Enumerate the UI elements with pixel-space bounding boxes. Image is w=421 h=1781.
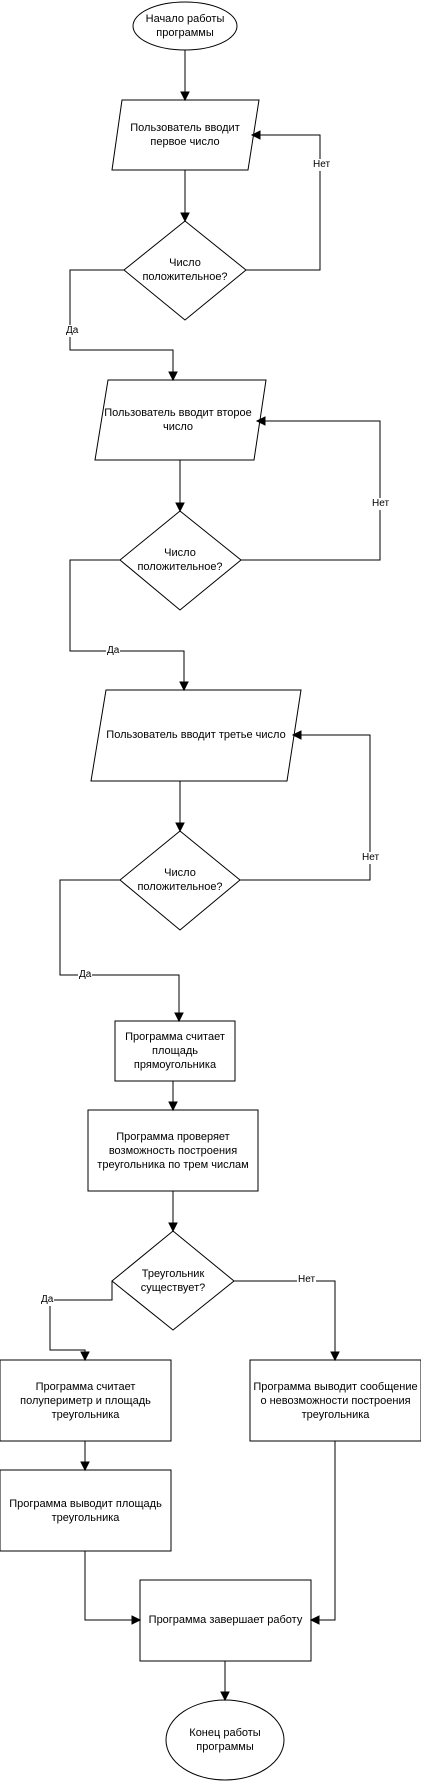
rect-area-node-shape[interactable] <box>114 1020 236 1082</box>
check-third-positive-label: Число положительное? <box>137 867 223 893</box>
edge-label-tri-yes: Да <box>40 1294 55 1306</box>
triangle-calc-node-shape[interactable] <box>0 1359 172 1442</box>
triangle-output-node-label: Программа выводит площадь треугольника <box>9 1497 162 1524</box>
edge-label-tri-no: Нет <box>297 1274 317 1286</box>
check-first-positive-label: Число положительное? <box>142 257 228 283</box>
edge-decision-yes <box>49 1281 113 1354</box>
arrowhead <box>291 730 302 740</box>
edge-check3-yes <box>59 879 180 1015</box>
finish-node-shape[interactable] <box>139 1579 312 1662</box>
triangle-check-node-label: Программа проверяет возможность построен… <box>97 1130 249 1171</box>
triangle-error-node-label: Программа выводит сообщение о невозможно… <box>253 1380 418 1421</box>
edge-label-no-3: Нет <box>361 852 381 864</box>
input-first-number-label: Пользователь вводит первое число <box>130 122 240 148</box>
arrowhead <box>175 502 185 513</box>
triangle-output-node-shape[interactable] <box>0 1469 172 1552</box>
arrowhead <box>250 130 261 140</box>
rect-area-node-label: Программа считает площадь прямоугольника <box>125 1031 225 1071</box>
edge-label-yes-1: Да <box>65 325 80 337</box>
input-third-number-shape[interactable] <box>90 689 302 782</box>
arrowhead <box>175 822 185 833</box>
arrowhead <box>174 1012 184 1023</box>
edge-label-yes-3: Да <box>78 969 93 981</box>
arrowhead <box>168 1222 178 1233</box>
edge-check3-no-loop <box>240 734 371 881</box>
check-third-positive-shape[interactable] <box>119 830 241 931</box>
end-node-label: Конец работы программы <box>189 1727 261 1753</box>
start-node-label: Начало работы программы <box>145 13 225 39</box>
triangle-calc-node-label: Программа считает полупериметр и площадь… <box>20 1380 151 1421</box>
arrowhead <box>180 91 190 102</box>
arrowhead <box>180 212 190 223</box>
edge-check1-no-loop <box>246 134 321 271</box>
input-second-number-label: Пользователь вводит второе число <box>104 407 252 433</box>
check-first-positive-shape[interactable] <box>123 220 247 321</box>
arrowhead <box>168 371 178 382</box>
triangle-check-node-shape[interactable] <box>87 1109 259 1192</box>
arrowhead <box>330 1351 340 1362</box>
triangle-error-node-shape[interactable] <box>249 1359 421 1442</box>
triangle-exists-decision-label: Треугольник существует? <box>140 1268 206 1294</box>
edge-label-yes-2: Да <box>106 645 121 657</box>
arrowhead <box>179 681 189 692</box>
edge-check2-no-loop <box>241 420 381 561</box>
check-second-positive-label: Число положительное? <box>137 547 223 573</box>
finish-node-label: Программа завершает работу <box>148 1614 303 1626</box>
triangle-exists-decision-shape[interactable] <box>111 1230 235 1331</box>
arrowhead <box>309 1615 320 1625</box>
edge-output-to-finish <box>84 1551 134 1621</box>
input-first-number-shape[interactable] <box>111 99 260 171</box>
edge-check2-yes <box>69 559 185 684</box>
edge-label-no-2: Нет <box>371 498 391 510</box>
check-second-positive-shape[interactable] <box>119 510 242 611</box>
edge-decision-no <box>234 1280 336 1354</box>
arrowhead <box>255 416 266 426</box>
edge-check1-yes <box>69 269 174 374</box>
arrowhead <box>168 1101 178 1112</box>
arrowhead <box>220 1691 230 1702</box>
arrowhead <box>80 1461 90 1472</box>
edge-label-no-1: Нет <box>312 159 332 171</box>
edge-error-to-finish <box>317 1441 336 1621</box>
input-third-number-label: Пользователь вводит третье число <box>106 729 286 741</box>
input-second-number-shape[interactable] <box>94 379 267 461</box>
arrowhead <box>131 1615 142 1625</box>
arrowhead <box>80 1351 90 1362</box>
